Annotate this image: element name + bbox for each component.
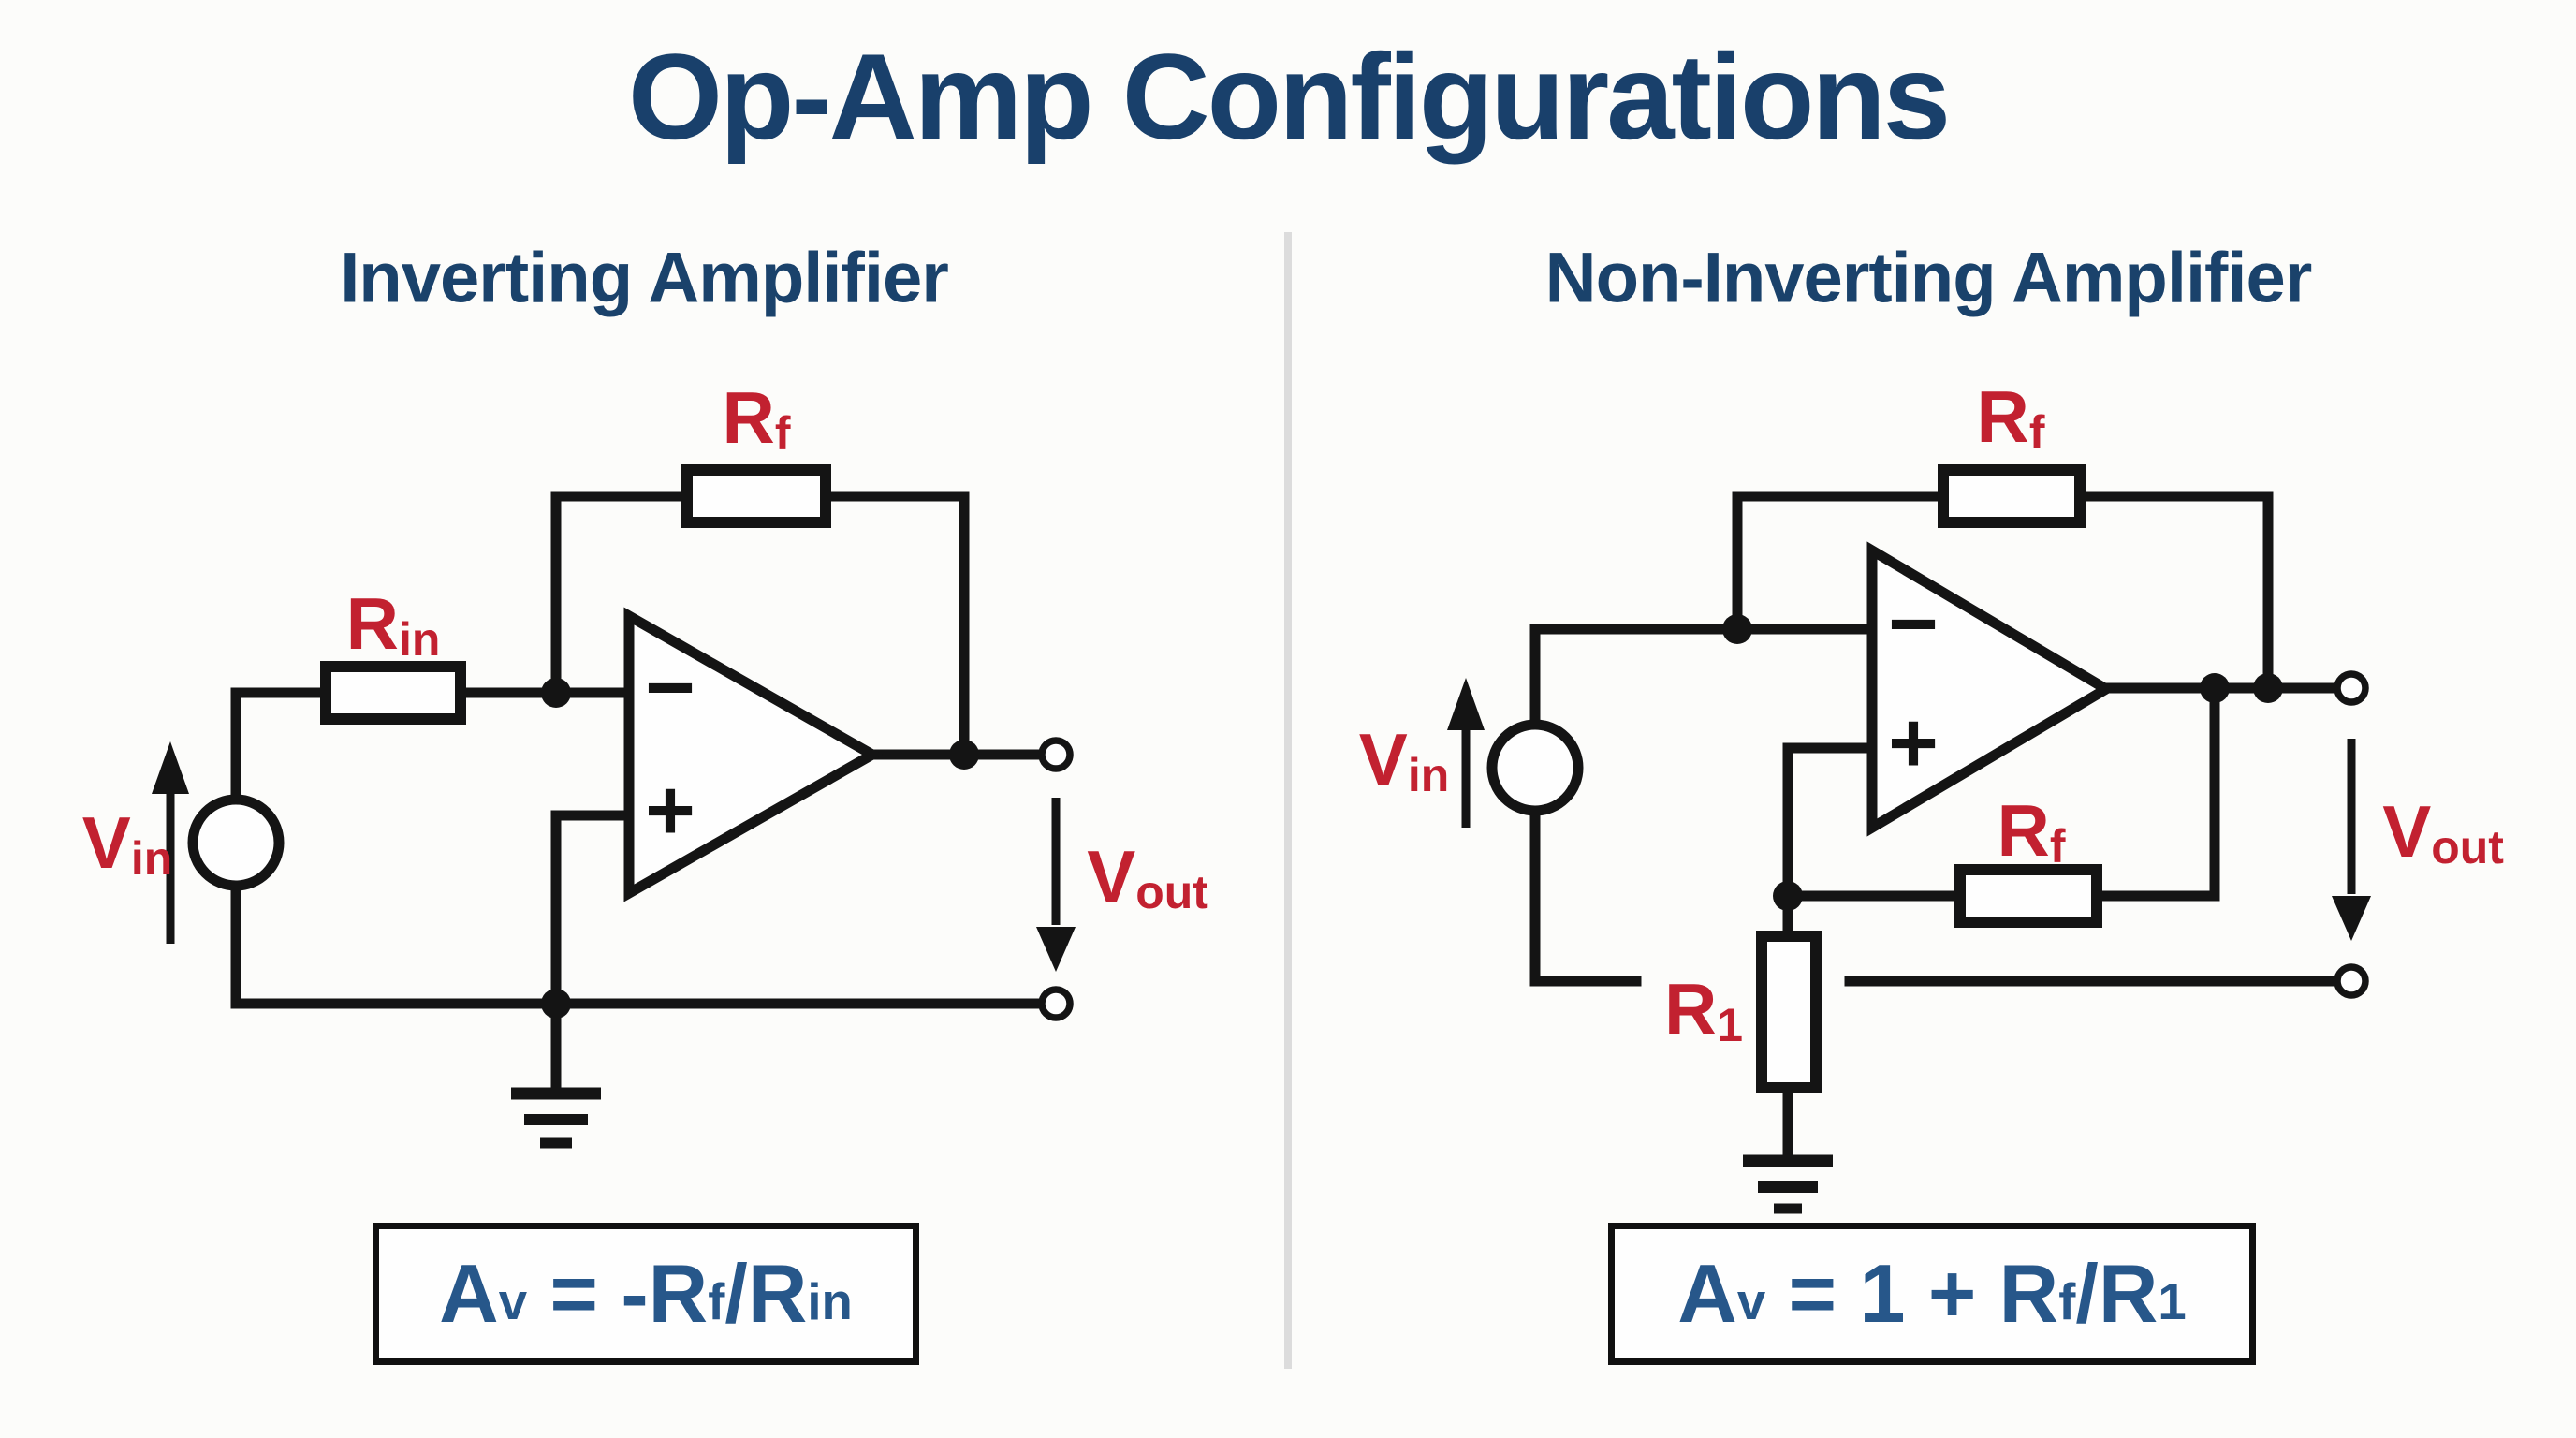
output-terminal [1038, 737, 1074, 772]
label-rf-left: Rf [722, 376, 791, 460]
vout-arrow-icon [2332, 739, 2371, 941]
opamp-minus-sign: − [1888, 576, 1939, 672]
source-branch-wire [1530, 624, 1642, 987]
mid-feedback-wire [1782, 682, 2220, 902]
junction-dot [1773, 881, 1803, 911]
left-panel-heading: Inverting Amplifier [340, 238, 949, 318]
inverting-amplifier-circuit [152, 464, 1076, 1149]
junction-dot [541, 678, 571, 708]
label-vin-left: Vin [81, 801, 173, 885]
right-panel-heading: Non-Inverting Amplifier [1544, 238, 2313, 318]
output-terminal [1038, 986, 1074, 1021]
opamp-plus-sign: + [645, 762, 695, 858]
plus-input-wire [550, 810, 635, 1009]
label-rf-right-mid: Rf [1997, 789, 2066, 873]
vout-arrow-icon [1036, 798, 1076, 972]
output-terminal [2334, 963, 2369, 999]
junction-dot [2253, 673, 2283, 703]
opamp-triangle [623, 607, 884, 902]
vin-arrow-icon [152, 741, 189, 944]
resistor-r1 [1756, 931, 1822, 1093]
non-inverting-amplifier-circuit [1447, 464, 2371, 1214]
output-terminal [2334, 670, 2369, 706]
resistor-rin [320, 661, 466, 725]
junction-dot [2200, 673, 2230, 703]
label-rin: Rin [345, 582, 441, 666]
vin-source-icon [187, 794, 285, 891]
vin-source-icon [1486, 719, 1584, 816]
ground-icon [1743, 1154, 1833, 1214]
plus-input-wire [1782, 742, 1878, 902]
opamp-triangle [1866, 541, 2116, 837]
resistor-rf-mid [1954, 864, 2102, 928]
junction-dot [1722, 614, 1752, 644]
feedback-wire [550, 491, 970, 760]
label-vin-right: Vin [1358, 718, 1450, 801]
label-vout-right: Vout [2382, 790, 2504, 873]
feedback-wire [1732, 491, 2274, 694]
vin-arrow-icon [1447, 678, 1485, 828]
label-rf-right-top: Rf [1976, 375, 2045, 459]
resistor-rf [681, 464, 831, 528]
opamp-plus-sign: + [1888, 695, 1939, 791]
junction-dot [949, 740, 979, 770]
label-r1: R1 [1663, 968, 1744, 1051]
page-title: Op-Amp Configurations [627, 28, 1951, 165]
label-vout-left: Vout [1087, 835, 1208, 918]
opamp-minus-sign: − [645, 639, 695, 736]
ground-icon [511, 1004, 601, 1149]
panel-divider [1284, 232, 1292, 1369]
resistor-rf-top [1938, 464, 2086, 528]
